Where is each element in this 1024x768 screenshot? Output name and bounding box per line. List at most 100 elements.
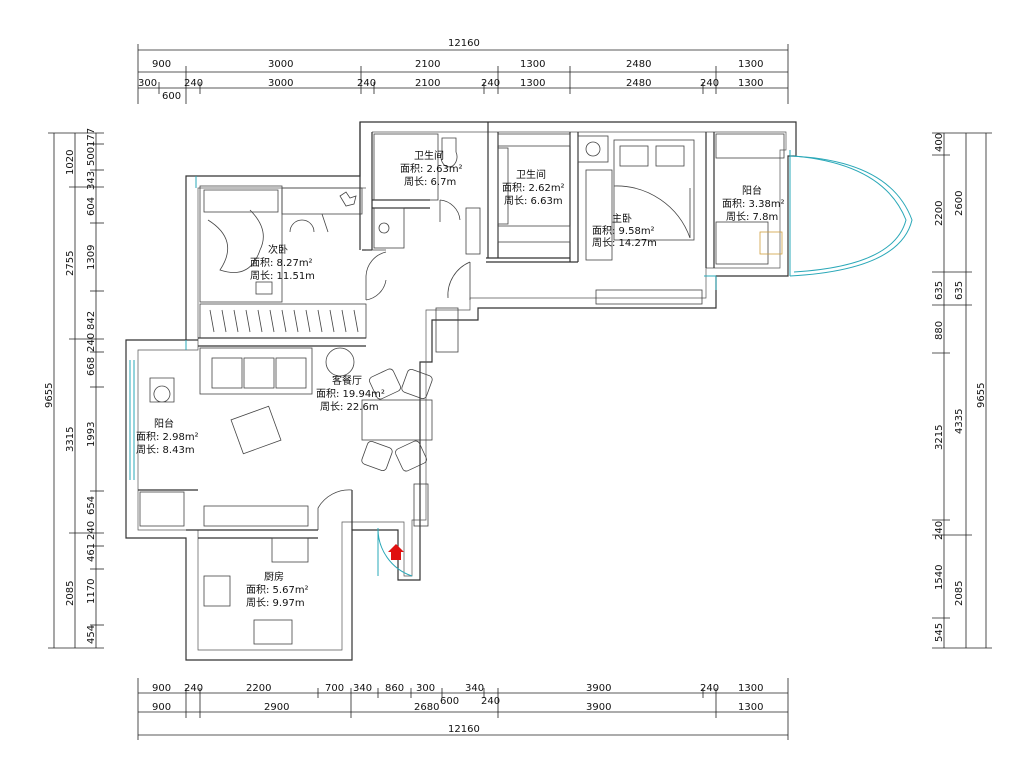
left-dim: 461 — [86, 543, 97, 562]
balcony-left-perimeter: 周长: 8.43m — [136, 444, 195, 456]
master-perimeter: 周长: 14.27m — [592, 237, 657, 249]
second-perimeter: 周长: 11.51m — [250, 270, 315, 282]
top-dim: 600 — [162, 91, 181, 102]
doors — [317, 185, 691, 577]
balcony-right-perimeter: 周长: 7.8m — [726, 211, 778, 223]
bottom-dim: 240 — [700, 683, 719, 694]
second-bedroom-desk — [281, 187, 363, 215]
bottom-dim: 1300 — [738, 683, 763, 694]
living-plant — [325, 347, 355, 377]
left-dim: 240 — [86, 333, 97, 352]
top-dim: 900 — [152, 59, 171, 70]
left-dim: 454 — [86, 625, 97, 644]
bottom-dim: 240 — [481, 696, 500, 707]
top-dim: 2480 — [626, 78, 651, 89]
top-dim: 1300 — [738, 78, 763, 89]
left-dim: 1993 — [86, 422, 97, 447]
top-dim: 240 — [184, 78, 203, 89]
bathroom2-cabinet-lower — [497, 225, 571, 243]
living-sofa — [199, 347, 313, 395]
right-dimensions: 400 2200 635 880 3215 240 1540 545 2600 … — [932, 132, 992, 649]
bath1-perimeter: 周长: 6.7m — [404, 176, 456, 188]
living-perimeter: 周长: 22.6m — [320, 401, 379, 413]
top-dim: 2100 — [415, 59, 440, 70]
top-dim: 3000 — [268, 59, 293, 70]
master-name: 主卧 — [612, 212, 632, 225]
dining-table — [361, 399, 433, 441]
living-area: 面积: 19.94m² — [316, 388, 385, 400]
top-dim: 300 — [138, 78, 157, 89]
living-tv-cabinet — [203, 505, 309, 527]
bathroom-door — [439, 199, 461, 222]
right-dim: 1540 — [934, 565, 945, 590]
coffee-table — [230, 405, 282, 455]
right-dim: 240 — [934, 521, 945, 540]
kitchen-door — [317, 489, 353, 530]
top-dim: 3000 — [268, 78, 293, 89]
top-dim: 240 — [700, 78, 719, 89]
left-dim: 842 — [86, 311, 97, 330]
kitchen-counter — [271, 537, 309, 563]
bath1-name: 卫生间 — [414, 149, 444, 162]
bathroom1-sink — [373, 207, 405, 249]
bathroom2-door — [447, 261, 471, 300]
left-dim: 177 — [86, 128, 97, 147]
bottom-dimensions: 900 240 2200 700 340 860 300 600 340 240… — [137, 678, 789, 740]
right-dim: 545 — [934, 623, 945, 642]
bottom-dim: 2200 — [246, 683, 271, 694]
furniture — [139, 133, 785, 645]
walls — [125, 121, 797, 661]
balcony-left-name: 阳台 — [154, 417, 174, 430]
bottom-dim: 3900 — [586, 702, 611, 713]
kitchen-perimeter: 周长: 9.97m — [246, 597, 305, 609]
right-dim: 635 — [934, 281, 945, 300]
bottom-dim: 1300 — [738, 702, 763, 713]
second-area: 面积: 8.27m² — [250, 257, 313, 269]
right-dim: 2085 — [954, 581, 965, 606]
room-labels: 卫生间 面积: 2.63m² 周长: 6.7m 卫生间 面积: 2.62m² 周… — [136, 149, 785, 609]
bottom-dim: 340 — [353, 683, 372, 694]
right-dim: 635 — [954, 281, 965, 300]
left-total-dim: 9655 — [44, 383, 55, 408]
bath2-area: 面积: 2.62m² — [502, 182, 565, 194]
balcony-left-washer — [149, 377, 175, 403]
entrance-door — [377, 527, 413, 577]
windows — [129, 150, 913, 480]
left-dim: 668 — [86, 357, 97, 376]
bath2-perimeter: 周长: 6.63m — [504, 195, 563, 207]
bottom-dim: 2900 — [264, 702, 289, 713]
balcony-left-cabinet — [139, 491, 185, 527]
bathroom1-shower — [373, 133, 439, 201]
right-dim: 880 — [934, 321, 945, 340]
bottom-dim: 900 — [152, 683, 171, 694]
bottom-dim: 600 — [440, 696, 459, 707]
master-bedroom-bed — [613, 139, 695, 241]
right-dim: 400 — [934, 133, 945, 152]
left-dimensions: 9655 1020 2755 3315 2085 177 500 343 604… — [44, 128, 104, 649]
left-dim: 2755 — [65, 251, 76, 276]
master-area: 面积: 9.58m² — [592, 225, 655, 237]
left-dim: 2085 — [65, 581, 76, 606]
master-wardrobe — [585, 169, 613, 261]
shoe-cabinet — [435, 307, 459, 353]
toilet — [440, 137, 458, 168]
second-bedroom-wardrobe — [199, 303, 367, 339]
bottom-dim: 3900 — [586, 683, 611, 694]
top-dimensions: 12160 900 3000 2100 1300 2480 1300 300 2… — [137, 38, 789, 104]
right-dim: 4335 — [954, 409, 965, 434]
left-dim: 604 — [86, 197, 97, 216]
top-dim: 240 — [357, 78, 376, 89]
second-bedroom-bed — [199, 185, 283, 303]
bottom-total-dim: 12160 — [448, 724, 480, 735]
right-total-dim: 9655 — [976, 383, 987, 408]
bath1-area: 面积: 2.63m² — [400, 163, 463, 175]
bottom-dim: 2680 — [414, 702, 439, 713]
kitchen-name: 厨房 — [264, 570, 284, 583]
top-dim: 1300 — [738, 59, 763, 70]
balcony-right-area: 面积: 3.38m² — [722, 198, 785, 210]
top-dim: 2480 — [626, 59, 651, 70]
kitchen-area: 面积: 5.67m² — [246, 584, 309, 596]
second-name: 次卧 — [268, 243, 288, 256]
balcony-cabinet — [715, 133, 785, 159]
master-bedroom-door — [613, 185, 691, 239]
